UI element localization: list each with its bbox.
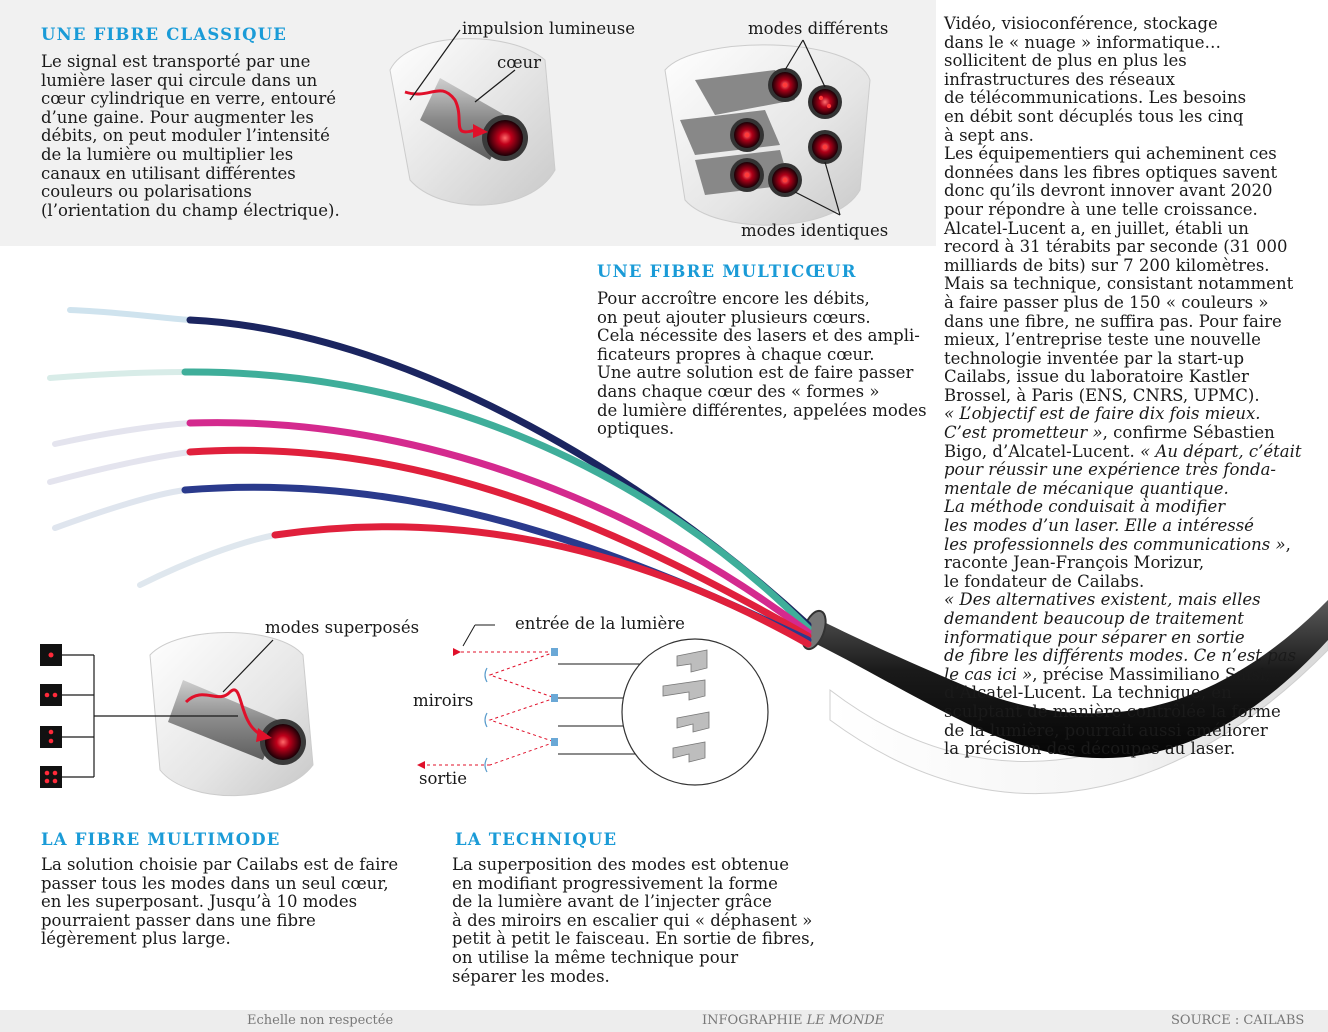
- footer-bar: [0, 1010, 1328, 1032]
- multicore-fiber-illustration: [664, 39, 871, 226]
- article-quote-1: « L’objectif est de faire dix fois mieux…: [944, 404, 1261, 443]
- footer-credit-prefix: INFOGRAPHIE: [702, 1013, 807, 1028]
- laser-pulse-path: [404, 89, 476, 134]
- label-coeur: cœur: [497, 53, 542, 72]
- label-impulsion: impulsion lumineuse: [462, 19, 636, 38]
- multimode-fiber-illustration: [40, 632, 314, 797]
- fiber-red-2: [271, 523, 812, 648]
- technique-heading: LA TECHNIQUE: [455, 830, 618, 849]
- label-sortie: sortie: [419, 769, 467, 788]
- label-entree: entrée de la lumière: [515, 614, 685, 633]
- multimode-text: La solution choisie par Cailabs est de f…: [41, 855, 399, 949]
- label-modes-differents: modes différents: [748, 19, 889, 38]
- footer-credit: INFOGRAPHIE LE MONDE: [702, 1013, 884, 1028]
- footer-source: SOURCE : CAILABS: [1171, 1013, 1305, 1028]
- article-text-3: , précise Massimiliano Salsi, d’Alcatel-…: [944, 664, 1281, 759]
- footer-credit-name: LE MONDE: [806, 1013, 885, 1028]
- multicore-heading: UNE FIBRE MULTICŒUR: [597, 262, 857, 281]
- fiber-teal: [181, 368, 812, 632]
- article-paragraph-2: Les équipementiers qui acheminent ces do…: [944, 144, 1324, 759]
- classic-fiber-illustration: [389, 29, 556, 206]
- article-quote-2: « Au départ, c’était pour réussir une ex…: [944, 441, 1302, 554]
- article-p2-text: Les équipementiers qui acheminent ces do…: [944, 144, 1294, 405]
- label-miroirs: miroirs: [413, 691, 474, 710]
- multicore-text: Pour accroître encore les débits, on peu…: [597, 289, 927, 439]
- classic-text: Le signal est transporté par une lumière…: [41, 52, 340, 220]
- fiber-red-1: [186, 446, 812, 640]
- technique-illustration: [417, 624, 769, 786]
- multimode-heading: LA FIBRE MULTIMODE: [41, 830, 281, 849]
- label-modes-identiques: modes identiques: [741, 221, 889, 240]
- label-modes-superposes: modes superposés: [265, 618, 420, 637]
- mode-squares: [40, 644, 62, 788]
- fiber-magenta: [186, 419, 812, 636]
- technique-text: La superposition des modes est obtenue e…: [452, 855, 815, 986]
- classic-heading: UNE FIBRE CLASSIQUE: [41, 25, 288, 44]
- cable-jacket: [808, 600, 1328, 759]
- article-quote-3: « Des alternatives existent, mais elles …: [944, 590, 1297, 684]
- article-column: Vidéo, visioconférence, stockage dans le…: [944, 14, 1324, 759]
- article-text-2: , raconte Jean-François Morizur, le fond…: [944, 534, 1291, 591]
- article-text-1: , confirme Sébastien Bigo, d’Alcatel-Luc…: [944, 423, 1275, 461]
- article-paragraph-1: Vidéo, visioconférence, stockage dans le…: [944, 14, 1247, 145]
- footer-scale: Echelle non respectée: [247, 1013, 394, 1028]
